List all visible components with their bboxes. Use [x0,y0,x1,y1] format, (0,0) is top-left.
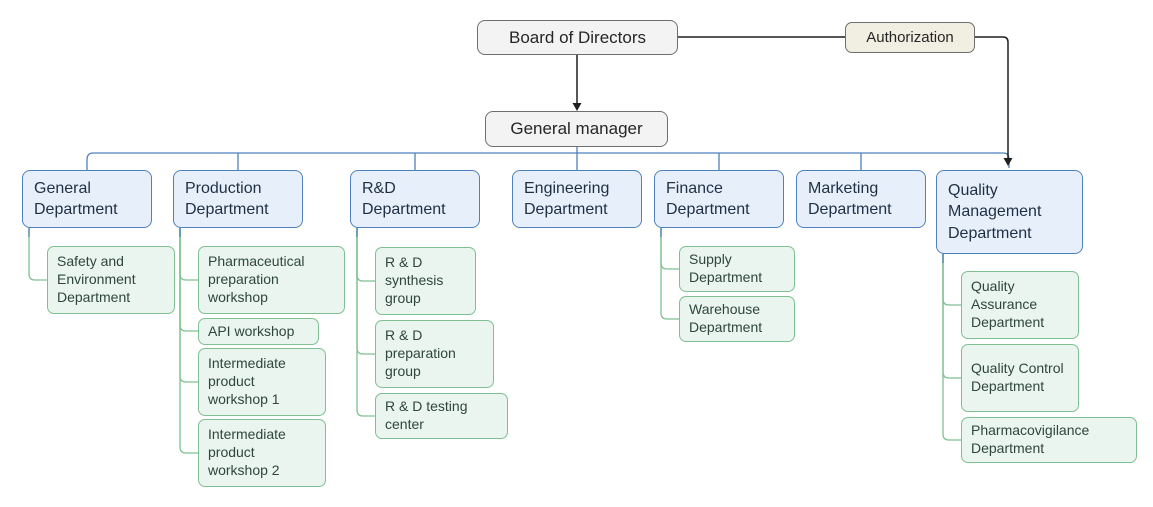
dept-rnd: R&D Department [350,170,480,228]
dept-engineering: Engineering Department [512,170,642,228]
sub-supply-department: Supply Department [679,246,795,292]
dept-quality-management: Quality Management Department [936,170,1083,254]
sub-pharmacovigilance-department: Pharmacovigilance Department [961,417,1137,463]
dept-finance: Finance Department [654,170,784,228]
sub-rnd-testing-center: R & D testing center [375,393,508,439]
sub-rnd-synthesis-group: R & D synthesis group [375,247,476,315]
node-general-manager: General manager [485,111,668,147]
sub-pharmaceutical-preparation-workshop: Pharmaceutical preparation workshop [198,246,345,314]
dept-general: General Department [22,170,152,228]
dept-production: Production Department [173,170,303,228]
sub-api-workshop: API workshop [198,318,319,345]
dept-marketing: Marketing Department [796,170,926,228]
sub-safety-and-environment: Safety and Environment Department [47,246,175,314]
sub-warehouse-department: Warehouse Department [679,296,795,342]
sub-rnd-preparation-group: R & D preparation group [375,320,494,388]
node-authorization: Authorization [845,22,975,53]
sub-intermediate-product-workshop-1: Intermediate product workshop 1 [198,348,326,416]
sub-quality-assurance-department: Quality Assurance Department [961,271,1079,339]
sub-quality-control-department: Quality Control Department [961,344,1079,412]
sub-intermediate-product-workshop-2: Intermediate product workshop 2 [198,419,326,487]
node-board-of-directors: Board of Directors [477,20,678,55]
